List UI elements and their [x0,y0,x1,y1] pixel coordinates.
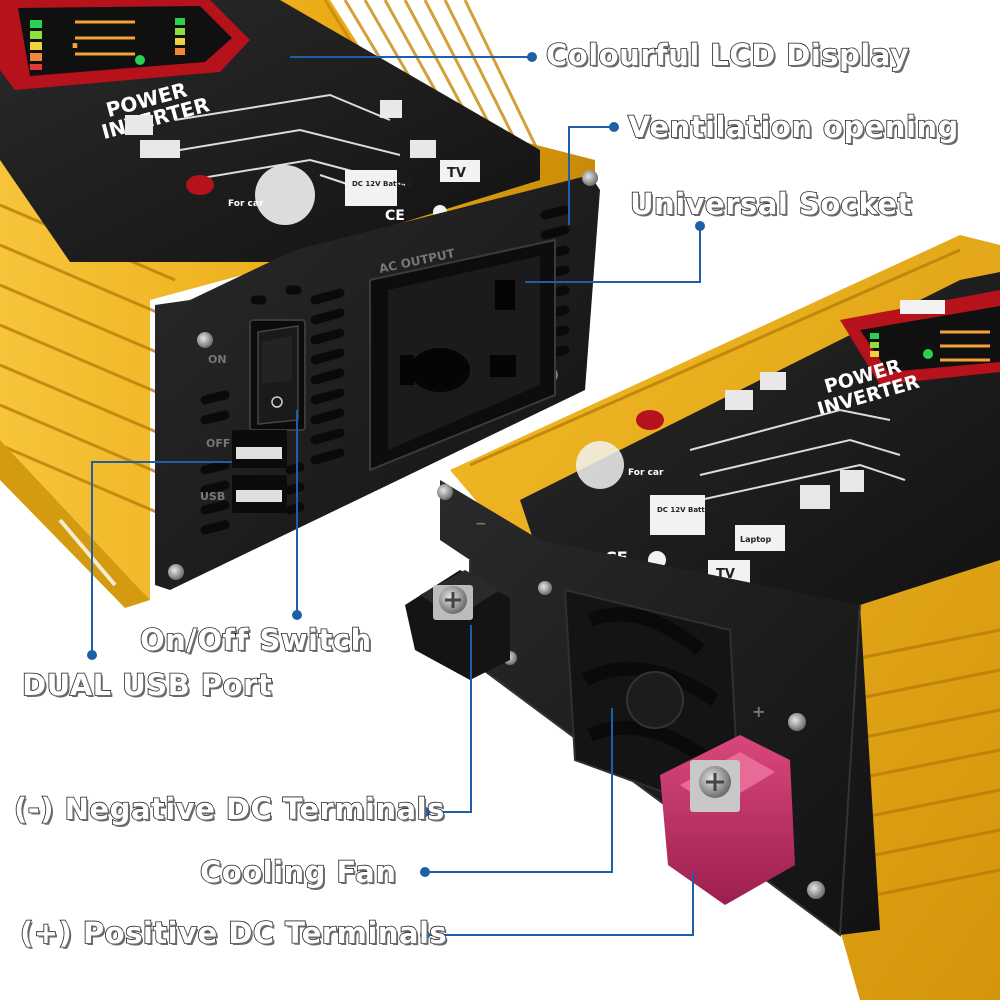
switch-on-label: ON [208,353,227,366]
switch-off-label: OFF [206,437,230,450]
callout-dots [87,52,705,940]
svg-text:.: . [70,25,80,55]
callout-dual-usb-port: DUAL USB Port [21,667,273,703]
rear-tv-label: TV [447,166,466,181]
inverter-rear-unit: . POWER INVERTER DC 12V Battery For car … [0,0,600,608]
negative-terminal [405,570,510,680]
positive-terminal [660,735,795,905]
inverter-front-unit: POWER INVERTER DC 12V Battery For car La… [405,235,1000,1000]
front-pos-mark: + [752,702,765,721]
front-laptop-label: Laptop [740,535,772,544]
callout-positive-dc-terminals: (+) Positive DC Terminals [19,915,448,951]
rear-ce-mark: CE [385,208,405,224]
rear-battery-label: DC 12V Battery [352,180,413,188]
callout-on-off-switch: On/Off Switch [139,622,372,658]
front-for-car-label: For car [628,468,664,478]
usb-port-label: USB [200,490,225,503]
callout-universal-socket: Universal Socket [629,186,912,222]
callout-cooling-fan: Cooling Fan [199,854,397,890]
callout-lcd-display: Colourful LCD Display [545,37,910,73]
callout-leaders [91,56,701,936]
front-battery-label: DC 12V Battery [657,506,718,514]
rear-for-car-label: For car [228,199,264,209]
callout-ventilation-opening: Ventilation opening [627,109,959,145]
front-neg-mark: − [475,516,487,532]
callout-negative-dc-terminals: (-) Negative DC Terminals [13,791,445,827]
